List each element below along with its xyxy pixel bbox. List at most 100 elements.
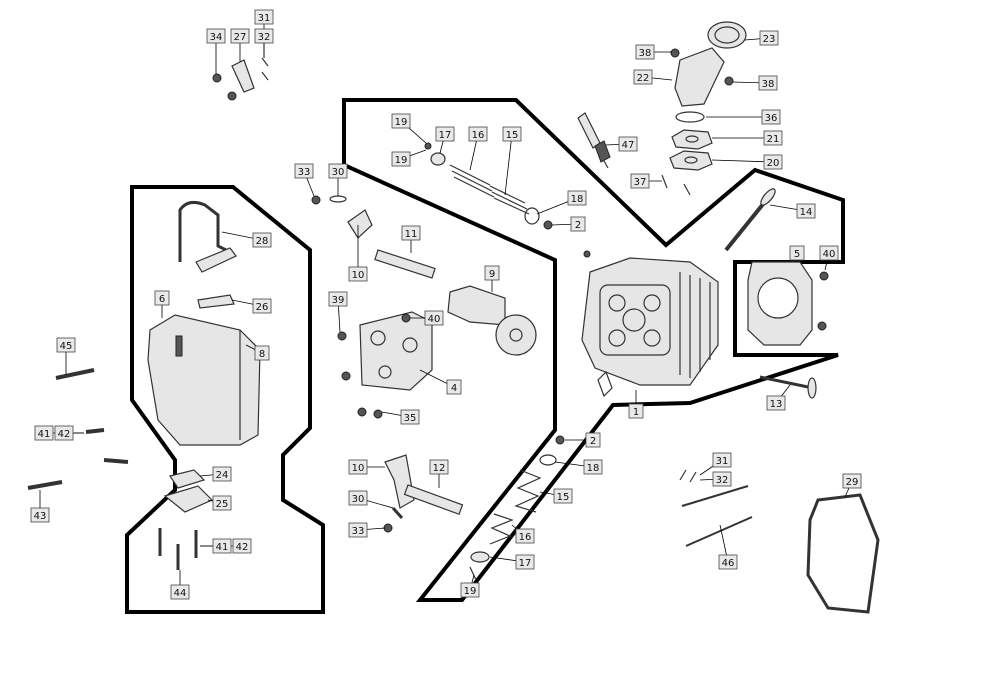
callout-30: 30	[328, 163, 348, 179]
pin-37	[661, 174, 668, 189]
callout-15: 15	[502, 126, 522, 142]
callout-number: 42	[236, 542, 249, 553]
callout-18: 18	[583, 459, 603, 475]
nut-38b	[724, 76, 734, 86]
callout-number: 37	[634, 177, 647, 188]
valve-spring-lower-group	[469, 435, 565, 581]
callout-25: 25	[212, 495, 232, 511]
callout-38: 38	[758, 75, 778, 91]
callout-number: 13	[770, 399, 783, 410]
callout-number: 11	[405, 229, 418, 240]
callout-44: 44	[170, 584, 190, 600]
intake-valve-13	[759, 375, 817, 399]
callout-41: 41	[34, 425, 54, 441]
callout-23: 23	[759, 30, 779, 46]
callout-number: 47	[622, 140, 635, 151]
gasket-21	[671, 129, 713, 150]
callout-number: 19	[395, 117, 408, 128]
callout-number: 31	[716, 456, 729, 467]
callout-29: 29	[842, 473, 862, 489]
callout-34: 34	[206, 28, 226, 44]
breather-small-parts	[212, 57, 269, 101]
callout-37: 37	[630, 173, 650, 189]
callout-number: 14	[800, 207, 813, 218]
callout-6: 6	[154, 290, 170, 306]
callout-number: 33	[352, 526, 365, 537]
callout-number: 43	[34, 511, 47, 522]
callout-number: 8	[259, 349, 265, 360]
callout-number: 45	[60, 341, 73, 352]
callout-32: 32	[712, 471, 732, 487]
callout-number: 16	[472, 130, 485, 141]
callout-5: 5	[789, 245, 805, 261]
callout-number: 2	[575, 220, 581, 231]
callout-18: 18	[567, 190, 587, 206]
callout-39: 39	[328, 291, 348, 307]
intake-manifold-group	[661, 21, 747, 196]
callout-17: 17	[435, 126, 455, 142]
callout-number: 31	[258, 13, 271, 24]
callout-number: 39	[332, 295, 345, 306]
callout-31: 31	[254, 9, 274, 25]
callout-number: 30	[352, 494, 365, 505]
callout-number: 19	[464, 586, 477, 597]
leader-line-20	[711, 159, 774, 163]
callout-number: 17	[519, 558, 532, 569]
callout-number: 10	[352, 463, 365, 474]
callout-number: 36	[765, 113, 778, 124]
callout-19: 19	[391, 113, 411, 129]
callout-35: 35	[400, 409, 420, 425]
callout-12: 12	[429, 459, 449, 475]
callout-number: 41	[216, 542, 229, 553]
callout-19: 19	[391, 151, 411, 167]
callout-number: 34	[210, 32, 223, 43]
callout-number: 30	[332, 167, 345, 178]
callout-number: 6	[159, 294, 165, 305]
callout-number: 9	[489, 269, 495, 280]
callout-40: 40	[424, 310, 444, 326]
callout-2: 2	[570, 216, 586, 232]
callout-17: 17	[515, 554, 535, 570]
bolts-left	[27, 368, 198, 570]
callout-number: 32	[716, 475, 729, 486]
head-cover-group	[147, 200, 261, 513]
callout-number: 40	[823, 249, 836, 260]
callout-number: 28	[256, 236, 269, 247]
callout-number: 27	[234, 32, 247, 43]
callout-32: 32	[254, 28, 274, 44]
callout-number: 4	[451, 383, 457, 394]
callout-number: 46	[722, 558, 735, 569]
callout-number: 29	[846, 477, 859, 488]
callout-26: 26	[252, 298, 272, 314]
valve-spring-upper-group	[424, 142, 553, 230]
callout-number: 21	[767, 134, 780, 145]
callout-number: 24	[216, 470, 229, 481]
callout-24: 24	[212, 466, 232, 482]
callout-number: 35	[404, 413, 417, 424]
callout-number: 19	[395, 155, 408, 166]
callout-30: 30	[348, 490, 368, 506]
callout-number: 15	[557, 492, 570, 503]
callout-16: 16	[468, 126, 488, 142]
callout-number: 41	[38, 429, 51, 440]
callout-number: 40	[428, 314, 441, 325]
callout-number: 18	[571, 194, 584, 205]
callout-43: 43	[30, 507, 50, 523]
callout-number: 20	[767, 158, 780, 169]
valve-train-group-outline	[342, 98, 845, 602]
callout-45: 45	[56, 337, 76, 353]
callout-28: 28	[252, 232, 272, 248]
callout-number: 38	[639, 48, 652, 59]
callout-16: 16	[515, 528, 535, 544]
callout-8: 8	[254, 345, 270, 361]
callout-4: 4	[446, 379, 462, 395]
callout-15: 15	[553, 488, 573, 504]
intake-pipe-22	[674, 47, 725, 107]
exhaust-valve-14	[724, 188, 776, 252]
callout-number: 10	[352, 270, 365, 281]
callout-36: 36	[761, 109, 781, 125]
callout-number: 17	[439, 130, 452, 141]
callout-number: 44	[174, 588, 187, 599]
callout-40: 40	[819, 245, 839, 261]
spark-plug-47	[577, 112, 611, 169]
